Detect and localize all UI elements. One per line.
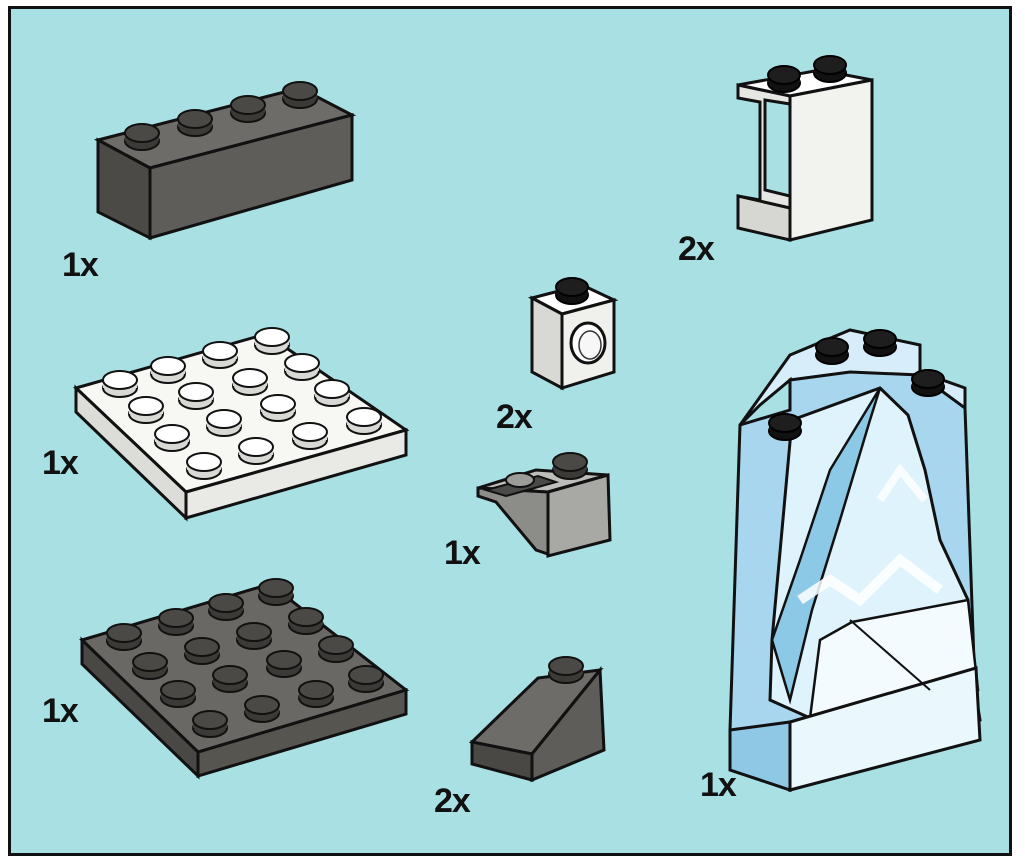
quantity-label-inverted-slope: 1x [444, 534, 480, 573]
dark-gray-brick-1x4 [98, 82, 352, 238]
quantity-label-brick-1x4: 1x [62, 246, 98, 285]
quantity-label-ice-rock: 1x [700, 766, 736, 805]
quantity-label-white-plate: 1x [42, 444, 78, 483]
quantity-label-technic-brick: 2x [496, 398, 532, 437]
gray-inverted-slope-2x1 [478, 453, 610, 556]
quantity-label-panel: 2x [678, 230, 714, 269]
dark-gray-slope-2x1 [472, 657, 604, 780]
white-technic-brick-1x1 [532, 278, 614, 388]
ice-rock-panel [730, 330, 980, 790]
white-plate-4x4 [76, 328, 406, 518]
quantity-label-slope: 2x [434, 782, 470, 821]
white-panel-1x2x2 [738, 56, 872, 240]
quantity-label-dark-plate: 1x [42, 692, 78, 731]
dark-gray-plate-4x4 [82, 579, 406, 776]
